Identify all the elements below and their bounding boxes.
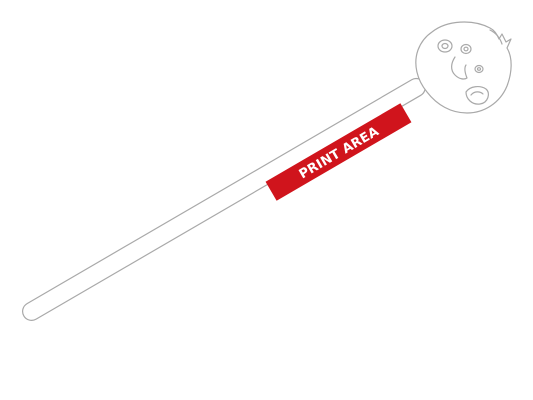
- face-small-feature: [474, 64, 484, 74]
- pencil-shaft: [22, 77, 426, 321]
- face-right-eye: [460, 43, 472, 55]
- face-mouth: [465, 86, 490, 105]
- face-nose: [451, 56, 468, 80]
- face-topper-icon: [415, 21, 512, 114]
- face-left-eye: [437, 39, 453, 53]
